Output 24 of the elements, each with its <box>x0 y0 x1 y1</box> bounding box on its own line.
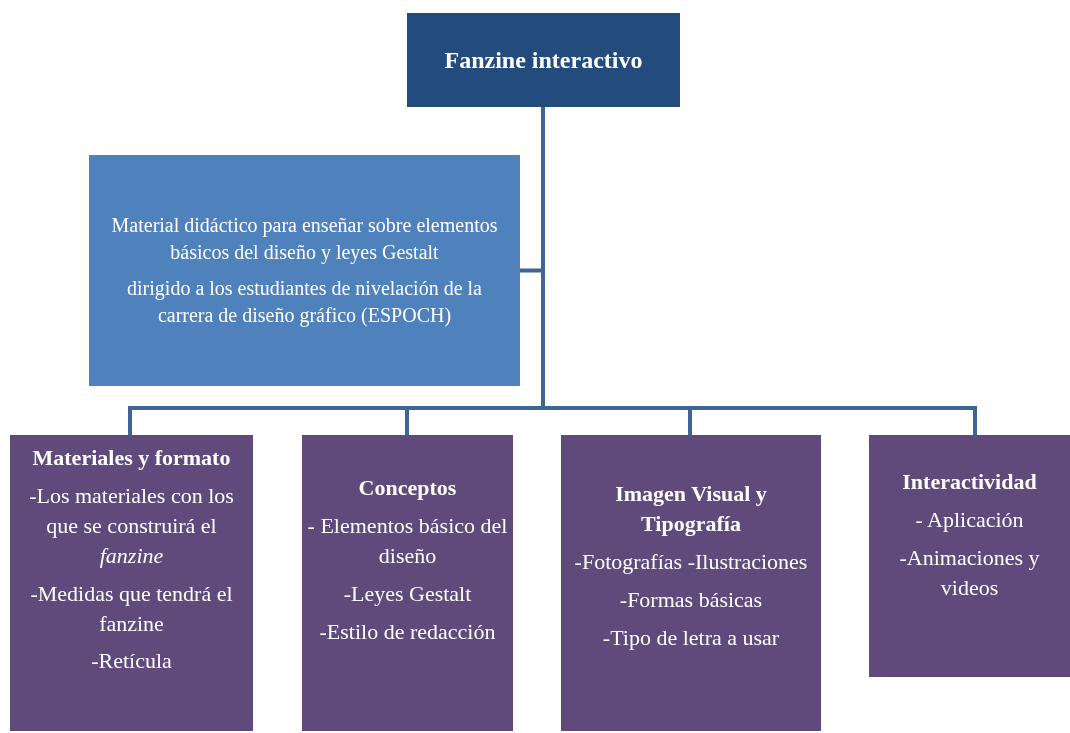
box-heading: Conceptos <box>358 474 457 502</box>
box-text: Material didáctico para enseñar sobre elementos básicos del diseño y leyes Gestalt <box>110 213 499 266</box>
box-text: dirigido a los estudiantes de nivelación de la carrera de diseño gráfico (ESPOCH) <box>126 275 483 329</box>
category-box <box>10 435 253 731</box>
box-heading: Fanzine interactivo <box>444 45 643 75</box>
category-box <box>869 435 1070 677</box>
box-heading: Interactividad <box>902 468 1037 496</box>
box-text: -Formas básicas <box>619 585 763 614</box>
box-text: -Medidas que tendrá el fanzine <box>29 579 234 638</box>
box-text: - Aplicación <box>915 505 1024 534</box>
box-text: -Fotografías -Ilustraciones <box>574 547 808 576</box>
box-text: -Tipo de letra a usar <box>602 623 780 652</box>
box-text: -Leyes Gestalt <box>343 579 472 608</box>
box-text: -Retícula <box>91 647 172 676</box>
category-box <box>561 435 821 731</box>
box-text: - Elementos básico del diseño <box>306 511 509 570</box>
box-text: -Estilo de redacción <box>319 617 496 646</box>
title-box <box>407 13 680 107</box>
box-text: -Los materiales con los que se construirá el fanzine <box>28 481 235 570</box>
box-heading: Imagen Visual y Tipografía <box>614 480 768 538</box>
description-box <box>89 155 520 386</box>
box-text: -Animaciones y videos <box>898 543 1041 602</box>
category-box <box>302 435 513 731</box>
box-heading: Materiales y formato <box>32 444 231 472</box>
